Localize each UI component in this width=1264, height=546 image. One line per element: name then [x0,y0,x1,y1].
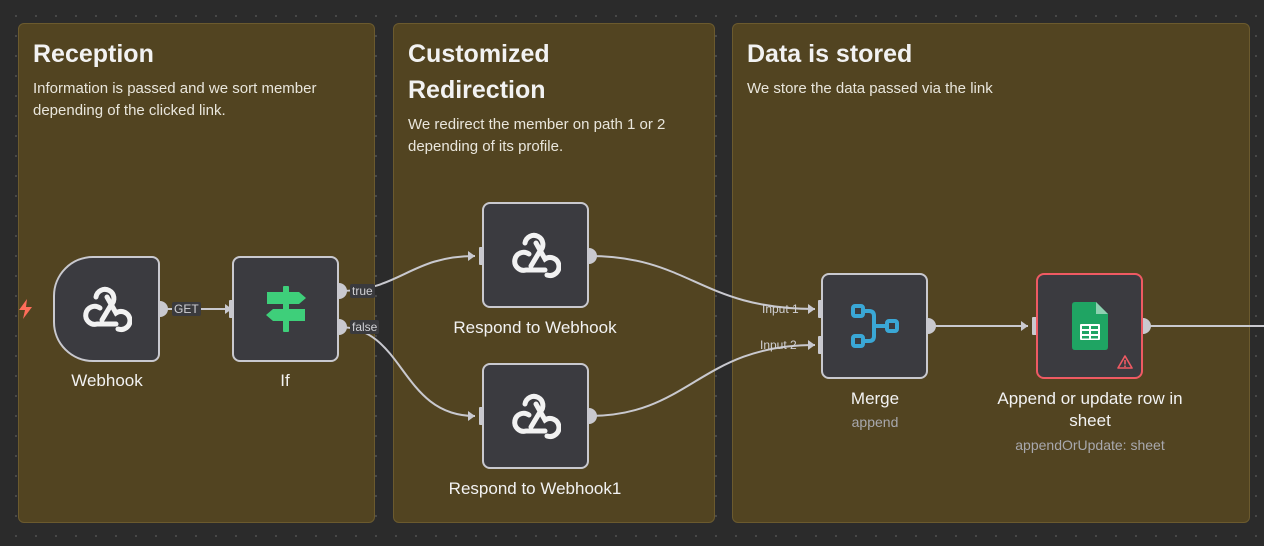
webhook-node[interactable] [53,256,160,362]
respond-to-webhook1-node[interactable] [482,363,589,469]
signpost-icon [265,286,306,332]
arrow-head [808,340,815,350]
merge-label: Merge [850,389,900,408]
webhook-icon [82,286,132,332]
sticky-title: Reception [33,40,154,68]
sticky-text: We store the data passed via the link [747,80,993,97]
trigger-bolt-icon [19,299,32,319]
respond-to-webhook-node[interactable] [482,202,589,308]
arrow-head [225,304,232,314]
respond-to-webhook1-label: Respond to Webhook1 [448,479,622,498]
sticky-note-storage[interactable]: Data is stored We store the data passed … [732,23,1250,523]
arrow-head [1021,321,1028,331]
merge-icon [850,304,899,348]
google-sheets-icon [1071,302,1108,350]
edge-if-respond2 [338,326,476,417]
merge-subtitle: append [851,414,899,430]
arrow-head [468,411,475,421]
edge-respond1-merge [588,255,816,310]
append-or-update-sheet-node[interactable] [1036,273,1143,379]
append-or-update-sheet-subtitle: appendOrUpdate: sheet [1015,437,1165,453]
webhook-icon [511,232,561,278]
append-or-update-sheet-label: Append or update row in sheet [997,389,1183,430]
merge-input-1-label: Input 1 [762,302,799,316]
if-true-label: true [350,284,375,298]
arrow-head [808,304,815,314]
warning-icon[interactable] [1117,355,1133,369]
sticky-title: Customized Redirection [408,40,550,104]
webhook-icon [511,393,561,439]
if-false-label: false [350,320,380,334]
sticky-text: We redirect the member on path 1 or 2 de… [408,116,666,155]
respond-to-webhook-label: Respond to Webhook [453,318,617,337]
if-node[interactable] [232,256,339,362]
sticky-text: Information is passed and we sort member… [33,80,317,119]
webhook-label: Webhook [71,371,143,390]
merge-node[interactable] [821,273,928,379]
edge-respond2-merge [588,344,816,417]
merge-input-2-label: Input 2 [760,338,797,352]
arrow-head [468,251,475,261]
if-label: If [280,371,290,390]
webhook-output-label: GET [172,302,201,316]
sticky-title: Data is stored [747,40,913,68]
